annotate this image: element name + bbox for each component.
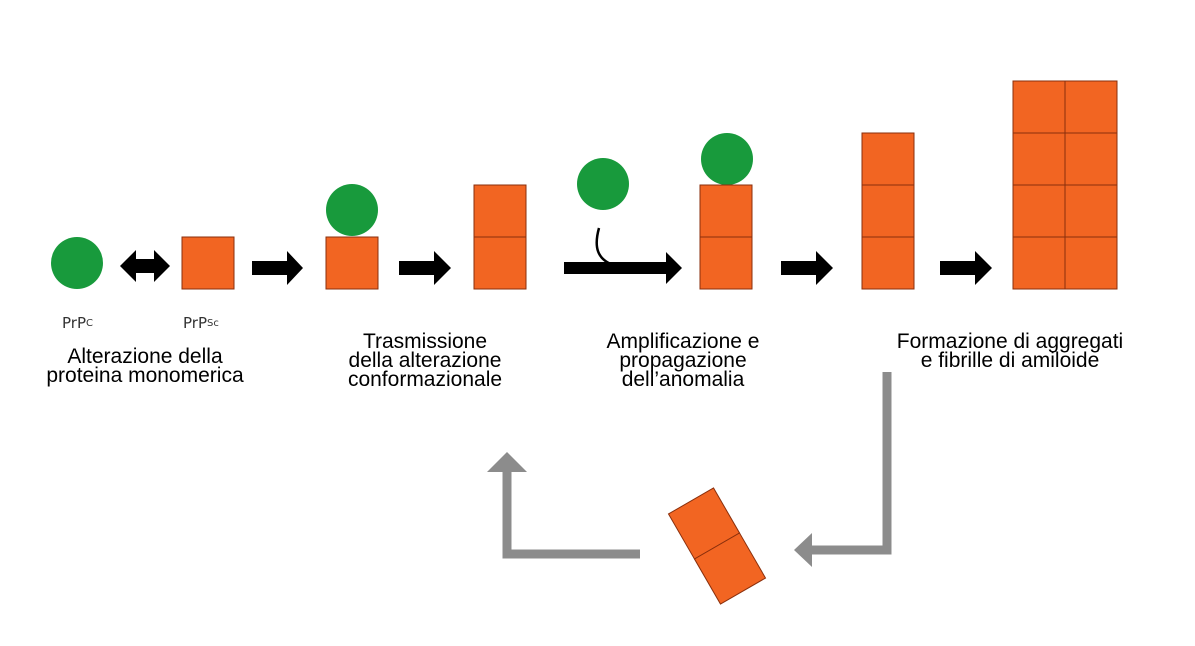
step3-line2: propagazione	[619, 349, 747, 372]
recruited-protein-circle	[577, 158, 629, 210]
normal-protein-circle	[326, 184, 378, 236]
prpc-label: PrPC	[62, 314, 93, 332]
altered-protein-block	[325, 236, 379, 290]
arrow-right-2	[399, 251, 451, 285]
step4-caption: Formazione di aggregati e fibrille di am…	[860, 330, 1160, 372]
step2-line3: conformazionale	[347, 368, 503, 391]
double-headed-arrow	[120, 250, 170, 282]
arrow-right-3	[564, 252, 682, 284]
step4-line2: e fibrille di amiloide	[920, 349, 1100, 372]
fragmentation-arrow	[794, 372, 892, 567]
step1-line2: proteina monomerica	[46, 364, 244, 387]
arrow-right-1	[252, 251, 303, 285]
prpsc-label: PrPSc	[183, 314, 219, 332]
step3-caption: Amplificazione e propagazione dell’anoma…	[568, 330, 798, 391]
prpsc-protein-square	[181, 236, 235, 290]
step2-line1: Trasmissione	[362, 330, 488, 353]
prpc-protein-circle	[51, 237, 103, 289]
dimer-stack	[473, 184, 527, 290]
step4-line1: Formazione di aggregati	[896, 330, 1124, 353]
step3-line3: dell’anomalia	[621, 368, 745, 391]
arrow-right-4	[781, 251, 833, 285]
fragment-block	[667, 487, 767, 605]
approach-curve	[595, 227, 617, 268]
step3-line1: Amplificazione e	[606, 330, 760, 353]
step2-line2: della alterazione	[348, 349, 502, 372]
growing-stack	[699, 184, 753, 290]
prpsc-label-base: PrP	[183, 314, 207, 332]
step1-caption: Alterazione della proteina monomerica	[14, 345, 276, 387]
step1-line1: Alterazione della	[67, 345, 223, 368]
arrow-right-5	[940, 251, 992, 285]
step2-caption: Trasmissione della alterazione conformaz…	[310, 330, 540, 391]
prpsc-label-sup: Sc	[207, 318, 219, 329]
prpc-label-sup: C	[86, 318, 93, 329]
top-protein-circle	[701, 133, 753, 185]
prpc-label-base: PrP	[62, 314, 86, 332]
amyloid-fibril-block	[1012, 80, 1118, 290]
trimer-stack	[861, 132, 915, 290]
return-arrow	[487, 452, 640, 559]
